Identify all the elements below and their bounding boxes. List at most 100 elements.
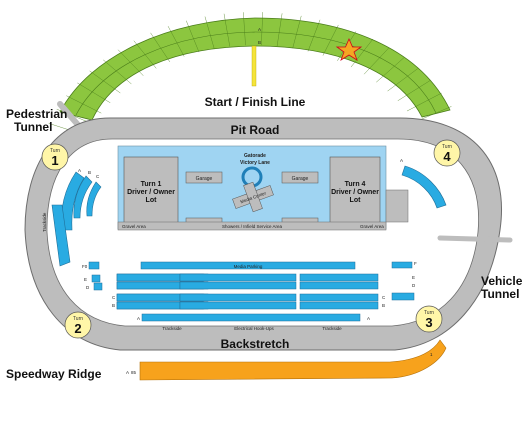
turn4-a-label: A bbox=[400, 158, 403, 163]
seating-block[interactable] bbox=[88, 261, 100, 270]
turn1-driver-owner-lot[interactable] bbox=[123, 156, 179, 226]
row-f-left-label: F0 bbox=[82, 264, 88, 269]
svg-text:Turn: Turn bbox=[424, 310, 434, 316]
grandstand-section-divider bbox=[77, 82, 111, 103]
turn1-lot-line2: Driver / Owner bbox=[127, 189, 175, 196]
grandstand-section-divider bbox=[117, 49, 144, 76]
row-d-left-label: D bbox=[86, 285, 90, 290]
star-icon bbox=[335, 38, 363, 61]
garage-top-left-label: Garage bbox=[196, 176, 213, 182]
turn1-c-label: C bbox=[96, 174, 100, 179]
grandstand-section-divider bbox=[66, 95, 102, 114]
turn1-b-label: B bbox=[88, 170, 91, 175]
ridge-1-label: 1 bbox=[430, 352, 433, 357]
media-parking-bar[interactable] bbox=[140, 261, 356, 270]
grandstand-section-divider bbox=[261, 12, 263, 46]
row-d-right-label: D bbox=[412, 283, 416, 288]
svg-text:Turn: Turn bbox=[442, 144, 452, 150]
speedway-ridge-section[interactable] bbox=[139, 339, 447, 381]
seating-block[interactable] bbox=[299, 293, 379, 302]
turn1-blue-sections[interactable] bbox=[51, 171, 102, 267]
vehicle-tunnel-line1: Vehicle bbox=[481, 274, 523, 288]
row-a-left-label: A bbox=[137, 316, 140, 321]
garage-top-left[interactable] bbox=[185, 171, 223, 184]
row-b-right-label: B bbox=[382, 303, 385, 308]
turn1-a-label: A bbox=[78, 168, 81, 173]
grandstand-section-divider bbox=[133, 40, 157, 69]
gravel-area-right-label: Gravel Area bbox=[360, 224, 384, 229]
row-c-left-label: C bbox=[112, 295, 116, 300]
pedestrian-tunnel-line1: Pedestrian bbox=[6, 107, 67, 121]
grandstand-section-divider bbox=[307, 19, 321, 52]
start-finish-label: Start / Finish Line bbox=[205, 95, 306, 109]
turn4-driver-owner-lot[interactable] bbox=[329, 156, 381, 226]
backstretch-seating[interactable] bbox=[88, 261, 415, 322]
grandstand-section-divider bbox=[397, 80, 431, 101]
seating-block[interactable] bbox=[141, 313, 361, 322]
grandstand-section-divider bbox=[276, 13, 283, 47]
turn-2-marker: Turn 2 bbox=[64, 311, 92, 339]
grandstand-section-divider bbox=[243, 12, 246, 46]
grandstand-section-divider bbox=[406, 92, 442, 112]
row-a-right-label: A bbox=[367, 316, 370, 321]
media-parking-label: Media Parking bbox=[234, 264, 263, 269]
garage-top-right[interactable] bbox=[281, 171, 319, 184]
svg-text:Turn: Turn bbox=[73, 316, 83, 322]
grandstand-section-divider bbox=[387, 68, 418, 92]
grandstand-section-divider bbox=[223, 13, 230, 47]
seating-block[interactable] bbox=[179, 293, 297, 302]
seating-block[interactable] bbox=[93, 282, 103, 291]
pit-road-label: Pit Road bbox=[231, 123, 280, 137]
seating-block[interactable] bbox=[91, 274, 101, 283]
seating-block[interactable] bbox=[299, 301, 379, 310]
pedestrian-tunnel-line2: Tunnel bbox=[14, 120, 52, 134]
grandstand-section-divider bbox=[376, 57, 405, 83]
seating-block[interactable] bbox=[391, 261, 413, 269]
seating-block[interactable] bbox=[299, 281, 379, 290]
turn4-lot-line2: Driver / Owner bbox=[331, 189, 379, 196]
svg-text:2: 2 bbox=[74, 321, 81, 336]
grandstand-section-divider bbox=[322, 24, 339, 56]
turn-3-marker: Turn 3 bbox=[415, 305, 443, 333]
ridge-a-label: A bbox=[126, 370, 129, 375]
trackside-left-label: Trackside bbox=[162, 326, 182, 331]
seating-block[interactable] bbox=[179, 273, 297, 282]
gravel-area-left-label: Gravel Area bbox=[122, 224, 146, 229]
turn4-lot-line1: Turn 4 bbox=[345, 181, 366, 188]
grandstand-section-divider bbox=[186, 20, 200, 53]
garage-top-right-label: Garage bbox=[292, 176, 309, 182]
victory-lane-line2: Victory Lane bbox=[240, 160, 270, 166]
row-f-right-label: F bbox=[414, 261, 417, 266]
turn1-lot-line1: Turn 1 bbox=[141, 181, 162, 188]
main-grandstand[interactable] bbox=[48, 12, 452, 136]
grandstand-row-b-label: B bbox=[258, 40, 261, 45]
turn-4-marker: Turn 4 bbox=[433, 139, 461, 167]
grandstand-section-divider bbox=[89, 70, 121, 94]
speedway-ridge-label: Speedway Ridge bbox=[6, 367, 102, 381]
row-c-right-label: C bbox=[382, 295, 386, 300]
grandstand-section-divider bbox=[103, 59, 132, 85]
seating-block[interactable] bbox=[391, 292, 415, 301]
grandstand-section-divider bbox=[363, 47, 390, 75]
trackside-right-label: Trackside bbox=[322, 326, 342, 331]
vehicle-tunnel-line2: Tunnel bbox=[481, 287, 519, 301]
media-center-building[interactable] bbox=[229, 177, 276, 217]
infield-gray-block bbox=[385, 189, 409, 223]
row-b-left-label: B bbox=[112, 303, 115, 308]
gravel-showers-strip bbox=[117, 221, 387, 231]
grandstand-section-divider bbox=[150, 32, 171, 63]
electrical-hookups-label: Electrical Hook-Ups bbox=[234, 326, 274, 331]
victory-lane-line1: Gatorade bbox=[244, 153, 266, 159]
seating-block[interactable] bbox=[179, 301, 297, 310]
turn4-lot-line3: Lot bbox=[350, 197, 362, 204]
svg-text:1: 1 bbox=[51, 153, 58, 168]
turn-1-marker: Turn 1 bbox=[41, 143, 69, 171]
svg-text:4: 4 bbox=[443, 149, 451, 164]
turn4-blue-section[interactable] bbox=[401, 165, 447, 209]
seating-block[interactable] bbox=[179, 281, 297, 290]
grandstand-section-divider bbox=[204, 16, 215, 49]
seating-block[interactable] bbox=[299, 273, 379, 282]
turn1-lot-line3: Lot bbox=[146, 197, 158, 204]
svg-text:Turn: Turn bbox=[50, 148, 60, 154]
